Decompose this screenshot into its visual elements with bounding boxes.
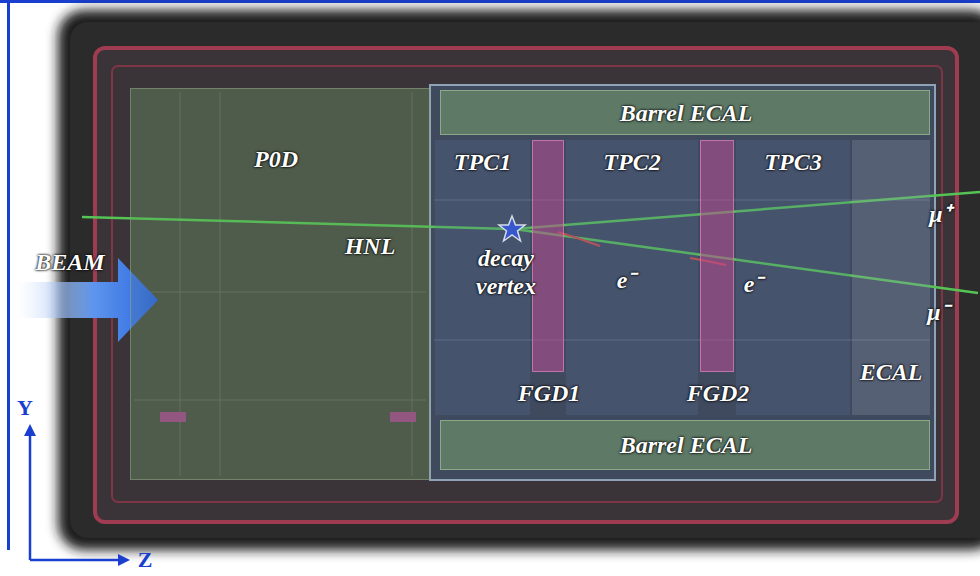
- axis-label: Z: [130, 546, 160, 574]
- module-name: P0D: [226, 145, 326, 173]
- vertex-label: decay vertex: [466, 244, 546, 300]
- axis-arrows: [24, 424, 130, 566]
- module-name: Barrel ECAL: [441, 431, 931, 459]
- fgd-module: FGD1: [532, 140, 564, 372]
- particle-label: μ⁺: [914, 200, 966, 228]
- fgd-module: FGD2: [700, 140, 734, 372]
- magnet-frame: [112, 66, 942, 502]
- module-name: Barrel ECAL: [441, 99, 931, 127]
- particle-label: HNL: [338, 232, 402, 260]
- display-background: [70, 22, 980, 538]
- barrel-ecal-module: Barrel ECAL: [440, 90, 930, 135]
- barrel-ecal-module: Barrel ECAL: [440, 420, 930, 470]
- display-background: [58, 10, 980, 550]
- module-name: FGD2: [658, 379, 778, 407]
- axis-label: Y: [10, 394, 40, 422]
- p0d-region: [130, 88, 430, 480]
- magnet-frame: [95, 48, 957, 522]
- p0d-module: P0D: [130, 88, 430, 480]
- module-name: FGD1: [489, 379, 609, 407]
- particle-label: e⁻: [606, 266, 646, 294]
- tracker-region: [430, 85, 935, 480]
- module-name: TPC1: [435, 148, 530, 176]
- slide-border: [7, 0, 10, 550]
- particle-label: μ⁻: [912, 298, 964, 326]
- module-name: ECAL: [852, 358, 930, 386]
- ecal-module: ECAL: [852, 140, 930, 415]
- module-name: TPC3: [736, 148, 850, 176]
- slide-border: [0, 0, 980, 3]
- particle-label: e⁻: [733, 270, 773, 298]
- module-name: TPC2: [566, 148, 698, 176]
- beam-label: BEAM: [24, 248, 116, 276]
